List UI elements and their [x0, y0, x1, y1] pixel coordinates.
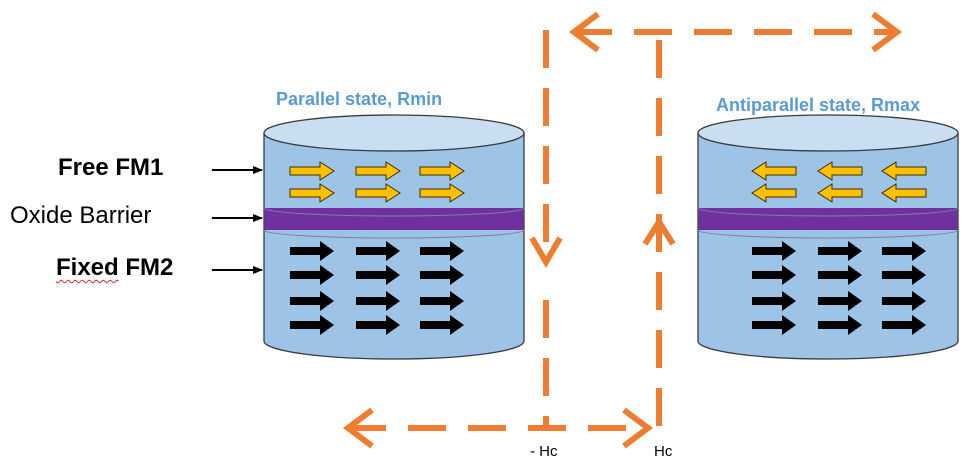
magnetization-arrow-icon — [356, 291, 400, 311]
free-fm1-label: Free FM1 — [58, 154, 164, 181]
magnetization-arrow-icon — [751, 161, 797, 181]
free-layer-arrows — [751, 161, 927, 203]
loop-up-arrowhead — [642, 216, 676, 246]
magnetization-arrow-icon — [356, 315, 400, 335]
magnetization-arrow-icon — [818, 291, 862, 311]
magnetization-arrow-icon — [818, 241, 862, 261]
cylinder-top — [263, 114, 525, 152]
magnetization-arrow-icon — [420, 291, 464, 311]
magnetization-arrow-icon — [356, 265, 400, 285]
magnetization-arrow-icon — [355, 161, 401, 181]
magnetization-arrow-icon — [752, 291, 796, 311]
fixed-word: Fixed — [56, 254, 119, 281]
positive-coercive-field-label: Hc — [654, 443, 673, 460]
hysteresis-loop — [343, 11, 902, 449]
loop-bottom-right-arrowhead — [622, 407, 653, 449]
magnetization-arrow-icon — [882, 315, 926, 335]
parallel-junction-cylinder — [263, 114, 525, 360]
layer-boundary — [697, 229, 959, 239]
magnetization-arrow-icon — [355, 183, 401, 203]
layer-boundary — [263, 207, 525, 217]
oxide-barrier-layer — [698, 208, 958, 230]
free-layer-arrows — [289, 161, 465, 203]
loop-top-right-arrowhead — [871, 11, 902, 53]
magnetization-arrow-icon — [419, 161, 465, 181]
magnetization-arrow-icon — [752, 265, 796, 285]
magnetization-arrow-icon — [290, 241, 334, 261]
fm2-word: FM2 — [118, 254, 174, 281]
parallel-state-title: Parallel state, Rmin — [276, 89, 443, 109]
magnetization-arrow-icon — [752, 315, 796, 335]
antiparallel-junction-cylinder — [697, 114, 959, 360]
magnetization-arrow-icon — [290, 291, 334, 311]
fixed-layer-arrows — [752, 241, 926, 335]
magnetization-arrow-icon — [817, 183, 863, 203]
magnetization-arrow-icon — [752, 241, 796, 261]
oxide-barrier-label: Oxide Barrier — [10, 202, 152, 229]
magnetization-arrow-icon — [882, 265, 926, 285]
magnetization-arrow-icon — [289, 161, 335, 181]
cylinder-top — [697, 114, 959, 152]
magnetization-arrow-icon — [818, 265, 862, 285]
layer-boundary — [697, 207, 959, 217]
fixed-layer-arrows — [290, 241, 464, 335]
magnetization-arrow-icon — [881, 161, 927, 181]
magnetization-arrow-icon — [290, 265, 334, 285]
loop-bottom-left-arrowhead — [343, 407, 374, 449]
antiparallel-state-title: Antiparallel state, Rmax — [716, 95, 921, 115]
magnetization-arrow-icon — [356, 241, 400, 261]
magnetization-arrow-icon — [289, 183, 335, 203]
magnetization-arrow-icon — [420, 265, 464, 285]
magnetization-arrow-icon — [420, 241, 464, 261]
negative-coercive-field-label: - Hc — [530, 443, 558, 460]
fixed-fm2-label: Fixed FM2 — [56, 256, 173, 280]
magnetization-arrow-icon — [818, 315, 862, 335]
magnetization-arrow-icon — [882, 241, 926, 261]
magnetization-arrow-icon — [420, 315, 464, 335]
magnetization-arrow-icon — [881, 183, 927, 203]
magnetization-arrow-icon — [419, 183, 465, 203]
oxide-barrier-layer — [264, 208, 524, 230]
layer-boundary — [263, 229, 525, 239]
magnetization-arrow-icon — [882, 291, 926, 311]
loop-top-left-arrowhead — [569, 11, 600, 53]
magnetization-arrow-icon — [290, 315, 334, 335]
magnetization-arrow-icon — [751, 183, 797, 203]
loop-down-arrowhead — [529, 236, 563, 268]
magnetization-arrow-icon — [817, 161, 863, 181]
